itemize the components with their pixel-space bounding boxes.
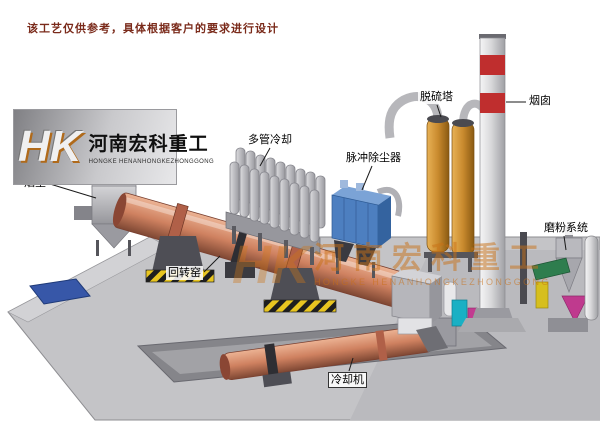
label-pulse-dust-collector: 脉冲除尘器	[344, 151, 403, 165]
cooling-machine	[219, 325, 435, 388]
chimney	[458, 34, 526, 332]
multi-tube-cooler	[225, 147, 326, 265]
label-grinding-system: 磨粉系统	[542, 221, 590, 235]
logo-hk-emblem: HK	[18, 122, 82, 171]
blue-pad	[29, 278, 91, 305]
company-logo: HK 河南宏科重工 HONGKE HENANHONGKEZHONGGONG	[13, 109, 214, 185]
grinding-system	[520, 226, 599, 332]
label-desulfurization-tower: 脱硫塔	[418, 90, 455, 104]
label-chimney: 烟囱	[527, 94, 553, 108]
kiln-head-hood	[391, 268, 478, 352]
logo-company-name: 河南宏科重工	[88, 134, 209, 155]
disclaimer-text: 该工艺仅供参考，具体根据客户的要求进行设计	[27, 23, 279, 35]
kiln-support-piers	[145, 236, 337, 313]
pulse-dust-collector	[331, 180, 403, 278]
label-rotary-kiln: 回转窑	[166, 266, 203, 280]
desulfurization-towers	[384, 92, 490, 272]
logo-company-name-en: HONGKE HENANHONGKEZHONGGONG	[88, 159, 215, 165]
leader-lines	[49, 101, 567, 372]
label-multi-tube-cooler: 多管冷却	[246, 133, 294, 147]
label-cooling-machine: 冷却机	[328, 372, 367, 388]
